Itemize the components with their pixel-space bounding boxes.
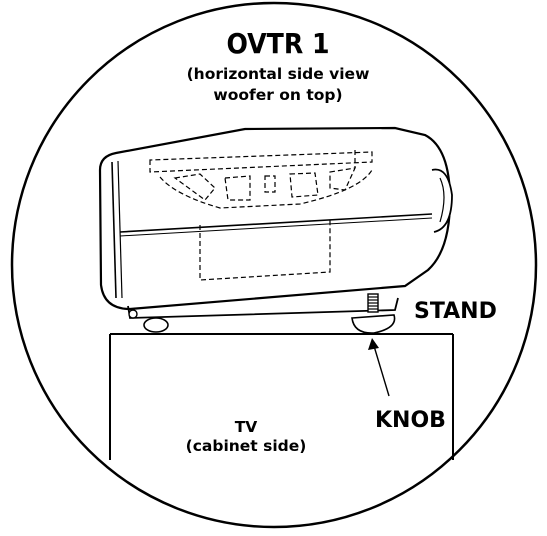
stand-adjuster — [351, 293, 396, 334]
front-foot — [143, 317, 169, 333]
speaker-ovtr-1 — [98, 126, 453, 333]
cabinet-label-line2: (cabinet side) — [186, 437, 307, 455]
woofer-hidden-outline — [149, 150, 373, 209]
label-knob: KNOB — [375, 408, 446, 433]
tweeter-hidden-outline — [199, 218, 331, 281]
cabinet-label-line1: TV — [235, 418, 258, 436]
tv-cabinet — [109, 333, 454, 460]
speaker-body — [98, 126, 452, 311]
diagram-subtitle-line2: woofer on top) — [213, 86, 342, 104]
knob-pointer-arrow — [368, 338, 390, 397]
label-stand: STAND — [414, 299, 497, 324]
knob — [351, 314, 396, 334]
diagram-subtitle-line1: (horizontal side view — [187, 65, 370, 83]
diagram-title: OVTR 1 — [226, 27, 329, 60]
